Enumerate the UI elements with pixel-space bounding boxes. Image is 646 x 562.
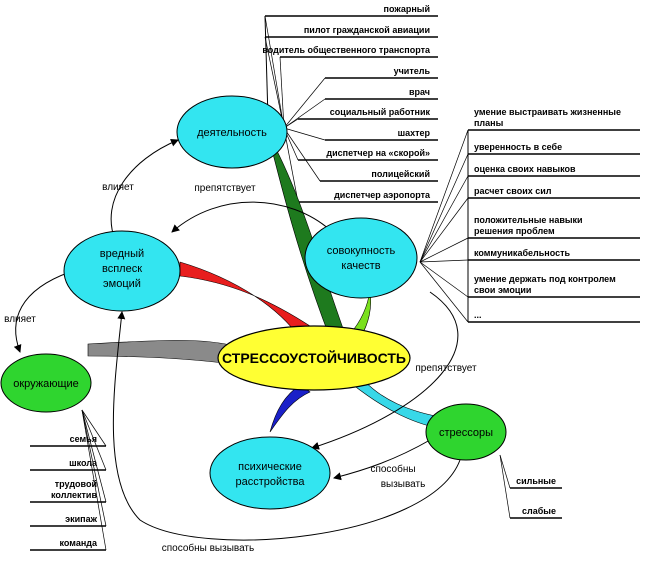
- node-qualities: [304, 217, 418, 299]
- quality-item: ...: [474, 310, 482, 320]
- quality-item: положительные навыки: [474, 215, 583, 225]
- quality-connector: [419, 261, 469, 323]
- quality-connector: [419, 175, 469, 263]
- quality-item: свои эмоции: [474, 285, 531, 295]
- edge-label-influences-top: влияет: [102, 182, 134, 193]
- quality-connector: [419, 261, 469, 298]
- quality-item: оценка своих навыков: [474, 164, 576, 174]
- node-activity: [176, 95, 288, 169]
- quality-item: умение выстраивать жизненные: [474, 107, 621, 117]
- edge-label-influences-left: влияет: [4, 314, 36, 325]
- arrow-emotion-to-surroundings: [13, 271, 71, 353]
- surroundings-connector: [81, 409, 107, 551]
- profession-item: пилот гражданской авиации: [304, 25, 430, 35]
- profession-connector: [283, 98, 326, 129]
- edge-label-hinders-right: препятствует: [415, 363, 477, 374]
- surroundings-connector: [81, 409, 107, 447]
- node-surroundings: [0, 353, 92, 413]
- profession-item: шахтер: [398, 128, 431, 138]
- quality-item: решения проблем: [474, 226, 555, 236]
- edge-label-hinders-top: препятствует: [194, 183, 256, 194]
- surroundings-item: школа: [69, 458, 98, 468]
- node-stressors: [425, 403, 507, 461]
- profession-connector: [279, 56, 285, 129]
- surroundings-connector: [81, 409, 107, 471]
- node-qualities-label-1: совокупность: [327, 245, 396, 257]
- quality-item: планы: [474, 118, 504, 128]
- node-activity-label: деятельность: [197, 127, 267, 139]
- node-emotion: [63, 230, 181, 312]
- profession-item: полицейский: [371, 169, 430, 179]
- edge-label-can-cause-right-1: способны: [370, 463, 415, 475]
- node-emotion-label-3: эмоций: [103, 278, 141, 290]
- profession-item: водитель общественного транспорта: [262, 45, 431, 55]
- surroundings-item: трудовой: [55, 479, 97, 489]
- profession-item: диспетчер аэропорта: [334, 190, 431, 200]
- profession-connector: [283, 77, 326, 129]
- surroundings-connector: [81, 409, 107, 503]
- profession-item: врач: [409, 87, 430, 97]
- petal-disorders: [269, 384, 311, 433]
- profession-connector: [283, 127, 326, 141]
- stressor-connector: [499, 454, 511, 489]
- stressor-item: слабые: [522, 506, 556, 516]
- profession-connector: [264, 36, 285, 129]
- surroundings-item: команда: [60, 538, 98, 548]
- node-stressors-label: стрессоры: [439, 427, 493, 439]
- profession-connector: [283, 127, 321, 182]
- edge-label-can-cause-right-2: вызывать: [381, 479, 426, 490]
- surroundings-item: экипаж: [65, 514, 97, 524]
- node-emotion-label-2: всплеск: [102, 263, 142, 275]
- arrow-qualities-to-emotion: [171, 201, 331, 233]
- arrow-emotion-to-activity: [110, 139, 179, 241]
- quality-connector: [419, 237, 469, 263]
- profession-item: учитель: [394, 66, 431, 76]
- stressor-types-list: сильные слабые: [499, 454, 562, 519]
- node-qualities-label-2: качеств: [341, 260, 380, 272]
- arrow-bottom-to-emotion: [112, 311, 461, 541]
- quality-item: коммуникабельность: [474, 248, 570, 258]
- node-disorders-label-1: психические: [238, 461, 302, 473]
- surroundings-connector: [81, 409, 107, 527]
- stressor-connector: [499, 454, 511, 519]
- stressor-item: сильные: [516, 476, 556, 486]
- center-node-label: СТРЕССОУСТОЙЧИВОСТЬ: [222, 349, 406, 366]
- profession-connector: [264, 15, 285, 129]
- petal-surroundings: [87, 340, 233, 365]
- node-emotion-label-1: вредный: [100, 248, 144, 260]
- profession-connector: [283, 127, 299, 203]
- quality-item: расчет своих сил: [474, 186, 552, 196]
- quality-connector: [419, 259, 469, 263]
- node-surroundings-label: окружающие: [13, 378, 79, 390]
- quality-item: уверенность в себе: [474, 142, 562, 152]
- quality-connector: [419, 197, 469, 263]
- node-disorders: [209, 436, 331, 510]
- professions-list: пожарный пилот гражданской авиации водител…: [262, 4, 438, 203]
- profession-item: диспетчер на «скорой»: [326, 148, 430, 158]
- profession-item: пожарный: [384, 4, 430, 14]
- center-node: [217, 325, 411, 391]
- surroundings-item: семья: [70, 434, 97, 444]
- surroundings-item: коллектив: [51, 490, 97, 500]
- quality-connector: [419, 129, 469, 263]
- profession-item: социальный работник: [330, 107, 431, 117]
- edge-label-can-cause-bottom: способны вызывать: [162, 542, 254, 554]
- node-disorders-label-2: расстройства: [235, 476, 305, 488]
- arrow-stressors-to-disorders: [333, 439, 431, 481]
- quality-connector: [419, 153, 469, 263]
- quality-item: умение держать под контролем: [474, 274, 616, 284]
- arrow-qualities-to-disorders: [311, 291, 459, 450]
